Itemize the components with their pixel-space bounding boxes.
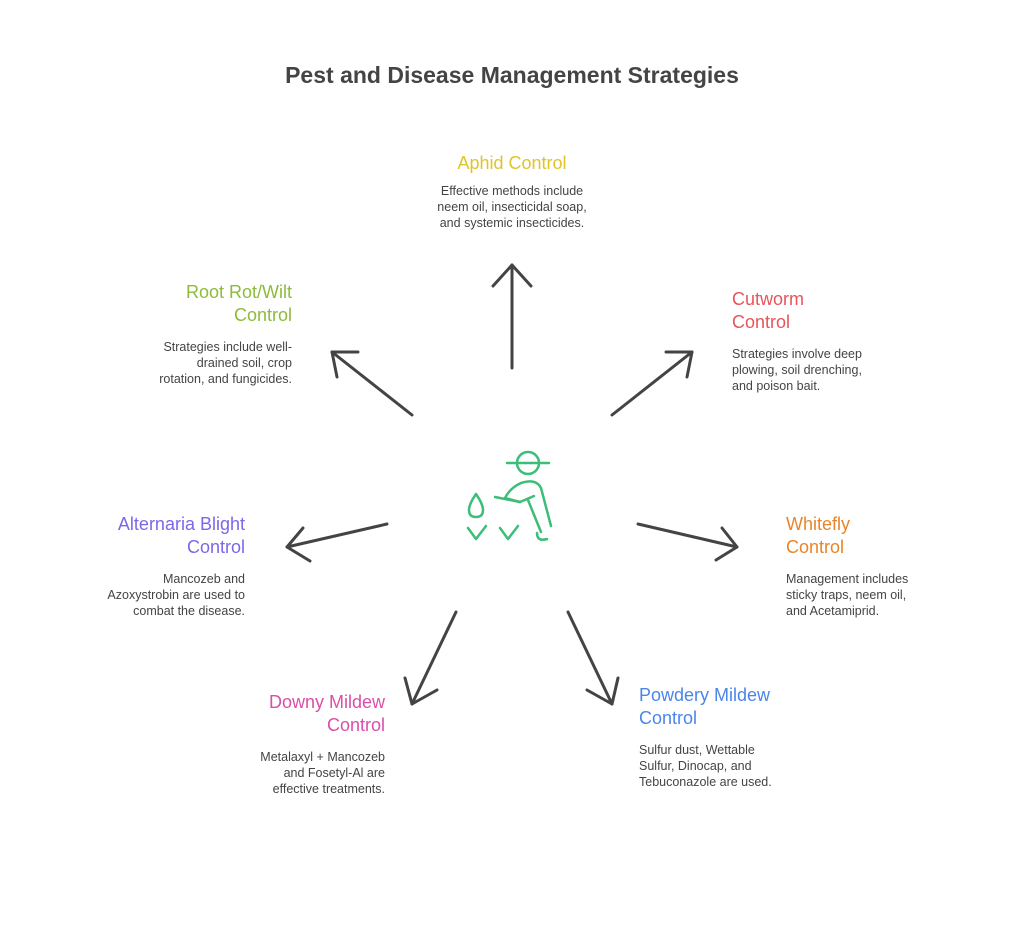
arrow-alternaria bbox=[285, 522, 389, 563]
arrow-powdery bbox=[566, 610, 620, 706]
arrow-whitefly bbox=[636, 522, 739, 562]
node-title-alternaria: Alternaria Blight Control bbox=[117, 514, 245, 557]
arrow-aphid bbox=[491, 263, 533, 370]
node-title-rootrot: Root Rot/Wilt Control bbox=[185, 282, 292, 325]
node-title-cutworm: Cutworm Control bbox=[732, 289, 805, 332]
arrow-rootrot bbox=[330, 350, 414, 417]
node-desc-whitefly: Management includes sticky traps, neem o… bbox=[786, 572, 909, 618]
node-rootrot: Root Rot/Wilt Control Strategies include… bbox=[152, 281, 292, 387]
node-whitefly: Whitefly Control Management includes sti… bbox=[786, 513, 926, 619]
arrow-cutworm bbox=[610, 350, 694, 417]
node-powdery: Powdery Mildew Control Sulfur dust, Wett… bbox=[639, 684, 779, 790]
node-title-whitefly: Whitefly Control bbox=[786, 514, 851, 557]
node-title-powdery: Powdery Mildew Control bbox=[639, 685, 771, 728]
node-desc-powdery: Sulfur dust, Wettable Sulfur, Dinocap, a… bbox=[639, 743, 772, 789]
node-desc-rootrot: Strategies include well-drained soil, cr… bbox=[159, 340, 292, 386]
node-desc-cutworm: Strategies involve deep plowing, soil dr… bbox=[732, 347, 862, 393]
node-desc-downy: Metalaxyl + Mancozeb and Fosetyl-Al are … bbox=[260, 750, 385, 796]
node-desc-alternaria: Mancozeb and Azoxystrobin are used to co… bbox=[107, 572, 245, 618]
node-downy: Downy Mildew Control Metalaxyl + Mancoze… bbox=[245, 691, 385, 797]
node-title-downy: Downy Mildew Control bbox=[268, 692, 385, 735]
farmer-gardening-icon bbox=[466, 450, 553, 541]
node-aphid: Aphid Control Effective methods include … bbox=[432, 152, 592, 231]
node-desc-aphid: Effective methods include neem oil, inse… bbox=[437, 184, 587, 230]
diagram-title: Pest and Disease Management Strategies bbox=[285, 62, 739, 88]
node-alternaria: Alternaria Blight Control Mancozeb and A… bbox=[95, 513, 245, 619]
node-title-aphid: Aphid Control bbox=[457, 153, 567, 173]
node-cutworm: Cutworm Control Strategies involve deep … bbox=[732, 288, 882, 394]
arrow-downy bbox=[403, 610, 458, 706]
